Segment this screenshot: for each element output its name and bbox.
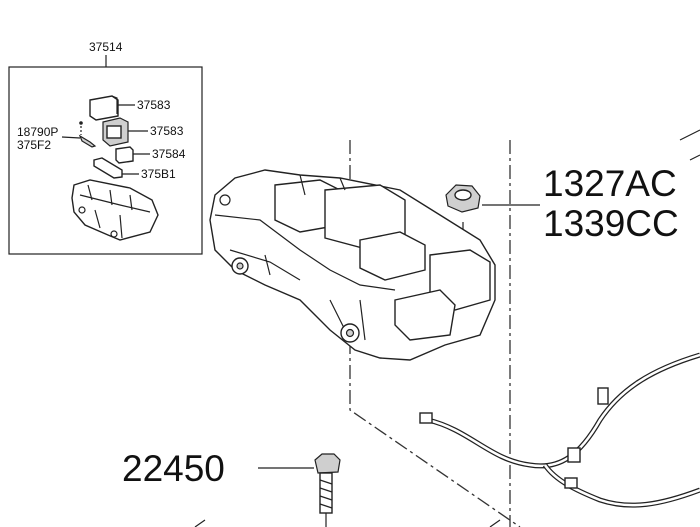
centerline <box>349 140 521 527</box>
inset-panel: 37514 37583 37583 37584 375B1 <box>8 40 203 255</box>
assembly-label: 37514 <box>89 40 123 54</box>
callout-label: 37583 <box>150 124 184 138</box>
fuse-icon <box>78 121 97 148</box>
callout-label: 375B1 <box>141 167 176 181</box>
fuse-label: 375F2 <box>17 138 51 152</box>
nut-part-number: 1339CC <box>543 203 679 244</box>
bolt-part-number: 22450 <box>122 448 225 489</box>
junction-box-icon <box>209 169 496 361</box>
relay-icon <box>89 95 119 121</box>
relay-icon <box>102 117 129 147</box>
callout-label: 37584 <box>152 147 186 161</box>
bolt-icon <box>314 453 341 527</box>
relay-icon <box>115 146 134 164</box>
nut-part-number: 1327AC <box>543 163 677 204</box>
nut-icon <box>445 184 481 213</box>
partial-line <box>194 519 501 527</box>
callout-label: 37583 <box>137 98 171 112</box>
fuse-label: 18790P <box>17 125 58 139</box>
fuse-strip-icon <box>93 157 123 179</box>
wiring-harness-icon <box>419 129 700 508</box>
junction-box-icon <box>71 179 159 241</box>
